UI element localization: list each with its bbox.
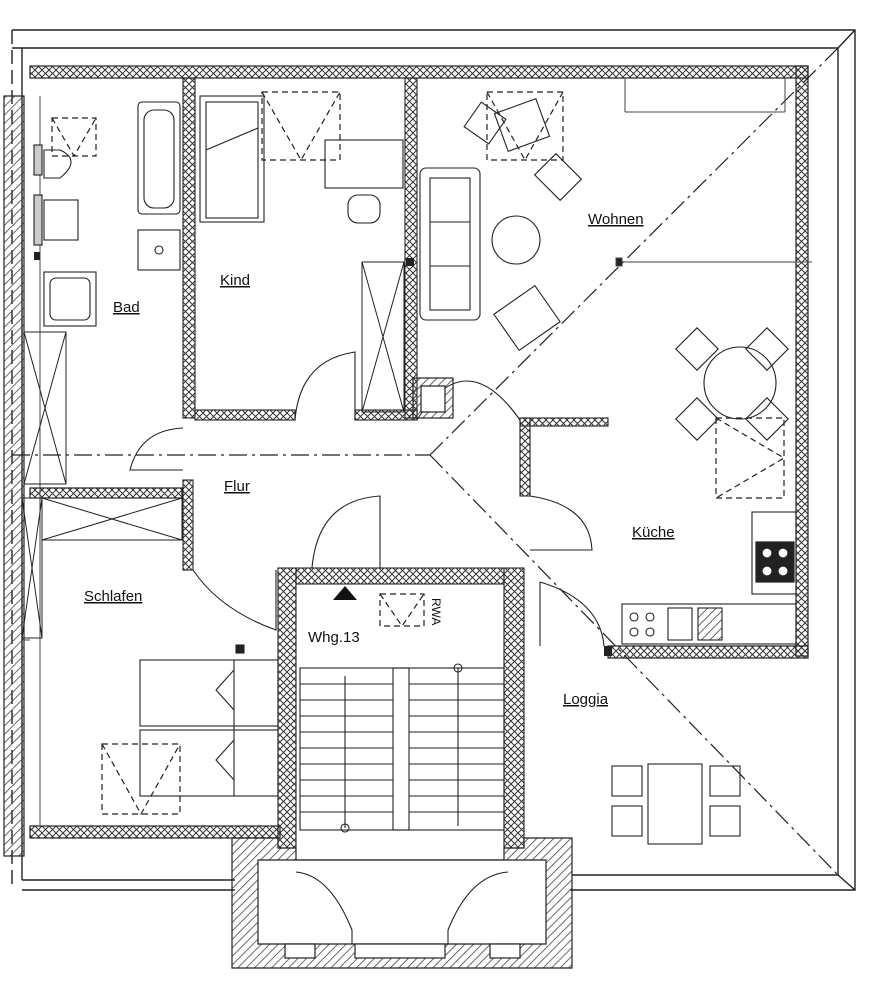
room-label-loggia: Loggia (563, 691, 609, 708)
roof-ridge-lines (12, 47, 839, 876)
up-arrow-icon (333, 586, 357, 600)
chimney (412, 377, 454, 419)
stove-icon (755, 541, 795, 583)
room-label-wohnen: Wohnen (588, 211, 644, 228)
room-label-kind: Kind (220, 272, 250, 289)
loggia-furniture (611, 763, 741, 845)
kind-furniture (199, 95, 404, 224)
unit-label: Whg.13 (308, 629, 360, 646)
room-label-schlafen: Schlafen (84, 588, 142, 605)
room-label-kueche: Küche (632, 524, 675, 541)
interior-walls (182, 77, 609, 849)
wohnen-furniture (419, 97, 583, 352)
wall-markers (34, 252, 612, 656)
bathroom-fixtures (33, 101, 181, 327)
room-label-bad: Bad (113, 299, 140, 316)
room-label-flur: Flur (224, 478, 250, 495)
closets (21, 261, 405, 639)
doors (129, 351, 605, 647)
schlafen-furniture (139, 644, 279, 797)
left-wall (3, 95, 25, 857)
stair-core (231, 837, 573, 969)
landing-doors (295, 871, 509, 944)
kueche-furniture (621, 327, 797, 645)
outer-walls (29, 65, 809, 839)
rwa-label: RWA (429, 598, 443, 625)
staircase (299, 663, 505, 833)
